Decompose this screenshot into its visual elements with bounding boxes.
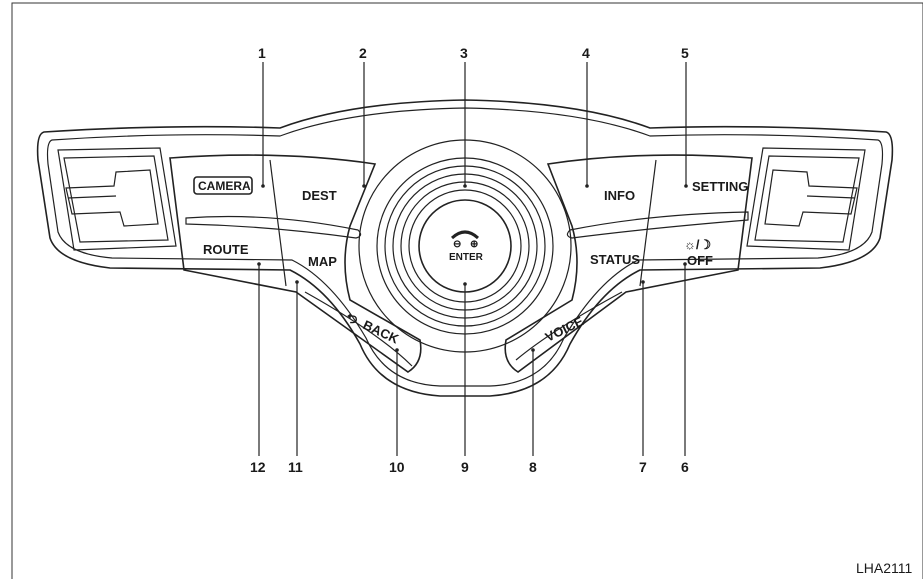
zoom-out-icon: ⊖ — [453, 239, 461, 250]
zoom-in-icon: ⊕ — [470, 239, 478, 250]
off-button[interactable]: OFF — [687, 253, 713, 268]
callout-8: 8 — [529, 459, 537, 475]
camera-button[interactable] — [193, 176, 253, 195]
map-button[interactable]: MAP — [308, 254, 337, 269]
callout-12: 12 — [250, 459, 266, 475]
voice-button[interactable]: VOICE — [543, 313, 586, 344]
callout-9: 9 — [461, 459, 469, 475]
phone-icon — [450, 230, 480, 240]
right-vent — [746, 147, 866, 251]
back-arrow-icon: ⮌ — [347, 311, 358, 326]
left-vent — [57, 147, 177, 251]
enter-label: ENTER — [449, 252, 484, 263]
dest-button[interactable]: DEST — [302, 188, 337, 203]
route-button[interactable]: ROUTE — [203, 242, 249, 257]
callout-7: 7 — [639, 459, 647, 475]
day-night-icon: ☼/☽ — [684, 237, 711, 252]
enter-button[interactable] — [418, 199, 512, 293]
inner-bezel — [46, 107, 884, 387]
callout-6: 6 — [681, 459, 689, 475]
callout-11: 11 — [288, 459, 303, 475]
outer-bezel — [36, 99, 894, 397]
right-button-cluster — [504, 154, 753, 373]
info-button[interactable]: INFO — [604, 188, 635, 203]
callout-3: 3 — [460, 45, 468, 61]
callout-10: 10 — [389, 459, 405, 475]
left-button-cluster — [169, 154, 422, 373]
status-button[interactable]: STATUS — [590, 252, 640, 267]
callout-1: 1 — [258, 45, 266, 61]
figure-id: LHA2111 — [856, 560, 913, 576]
callout-5: 5 — [681, 45, 689, 61]
setting-button[interactable]: SETTING — [692, 179, 748, 194]
callout-2: 2 — [359, 45, 367, 61]
figure-frame — [11, 2, 923, 584]
callout-4: 4 — [582, 45, 590, 61]
camera-label: CAMERA — [198, 179, 251, 193]
